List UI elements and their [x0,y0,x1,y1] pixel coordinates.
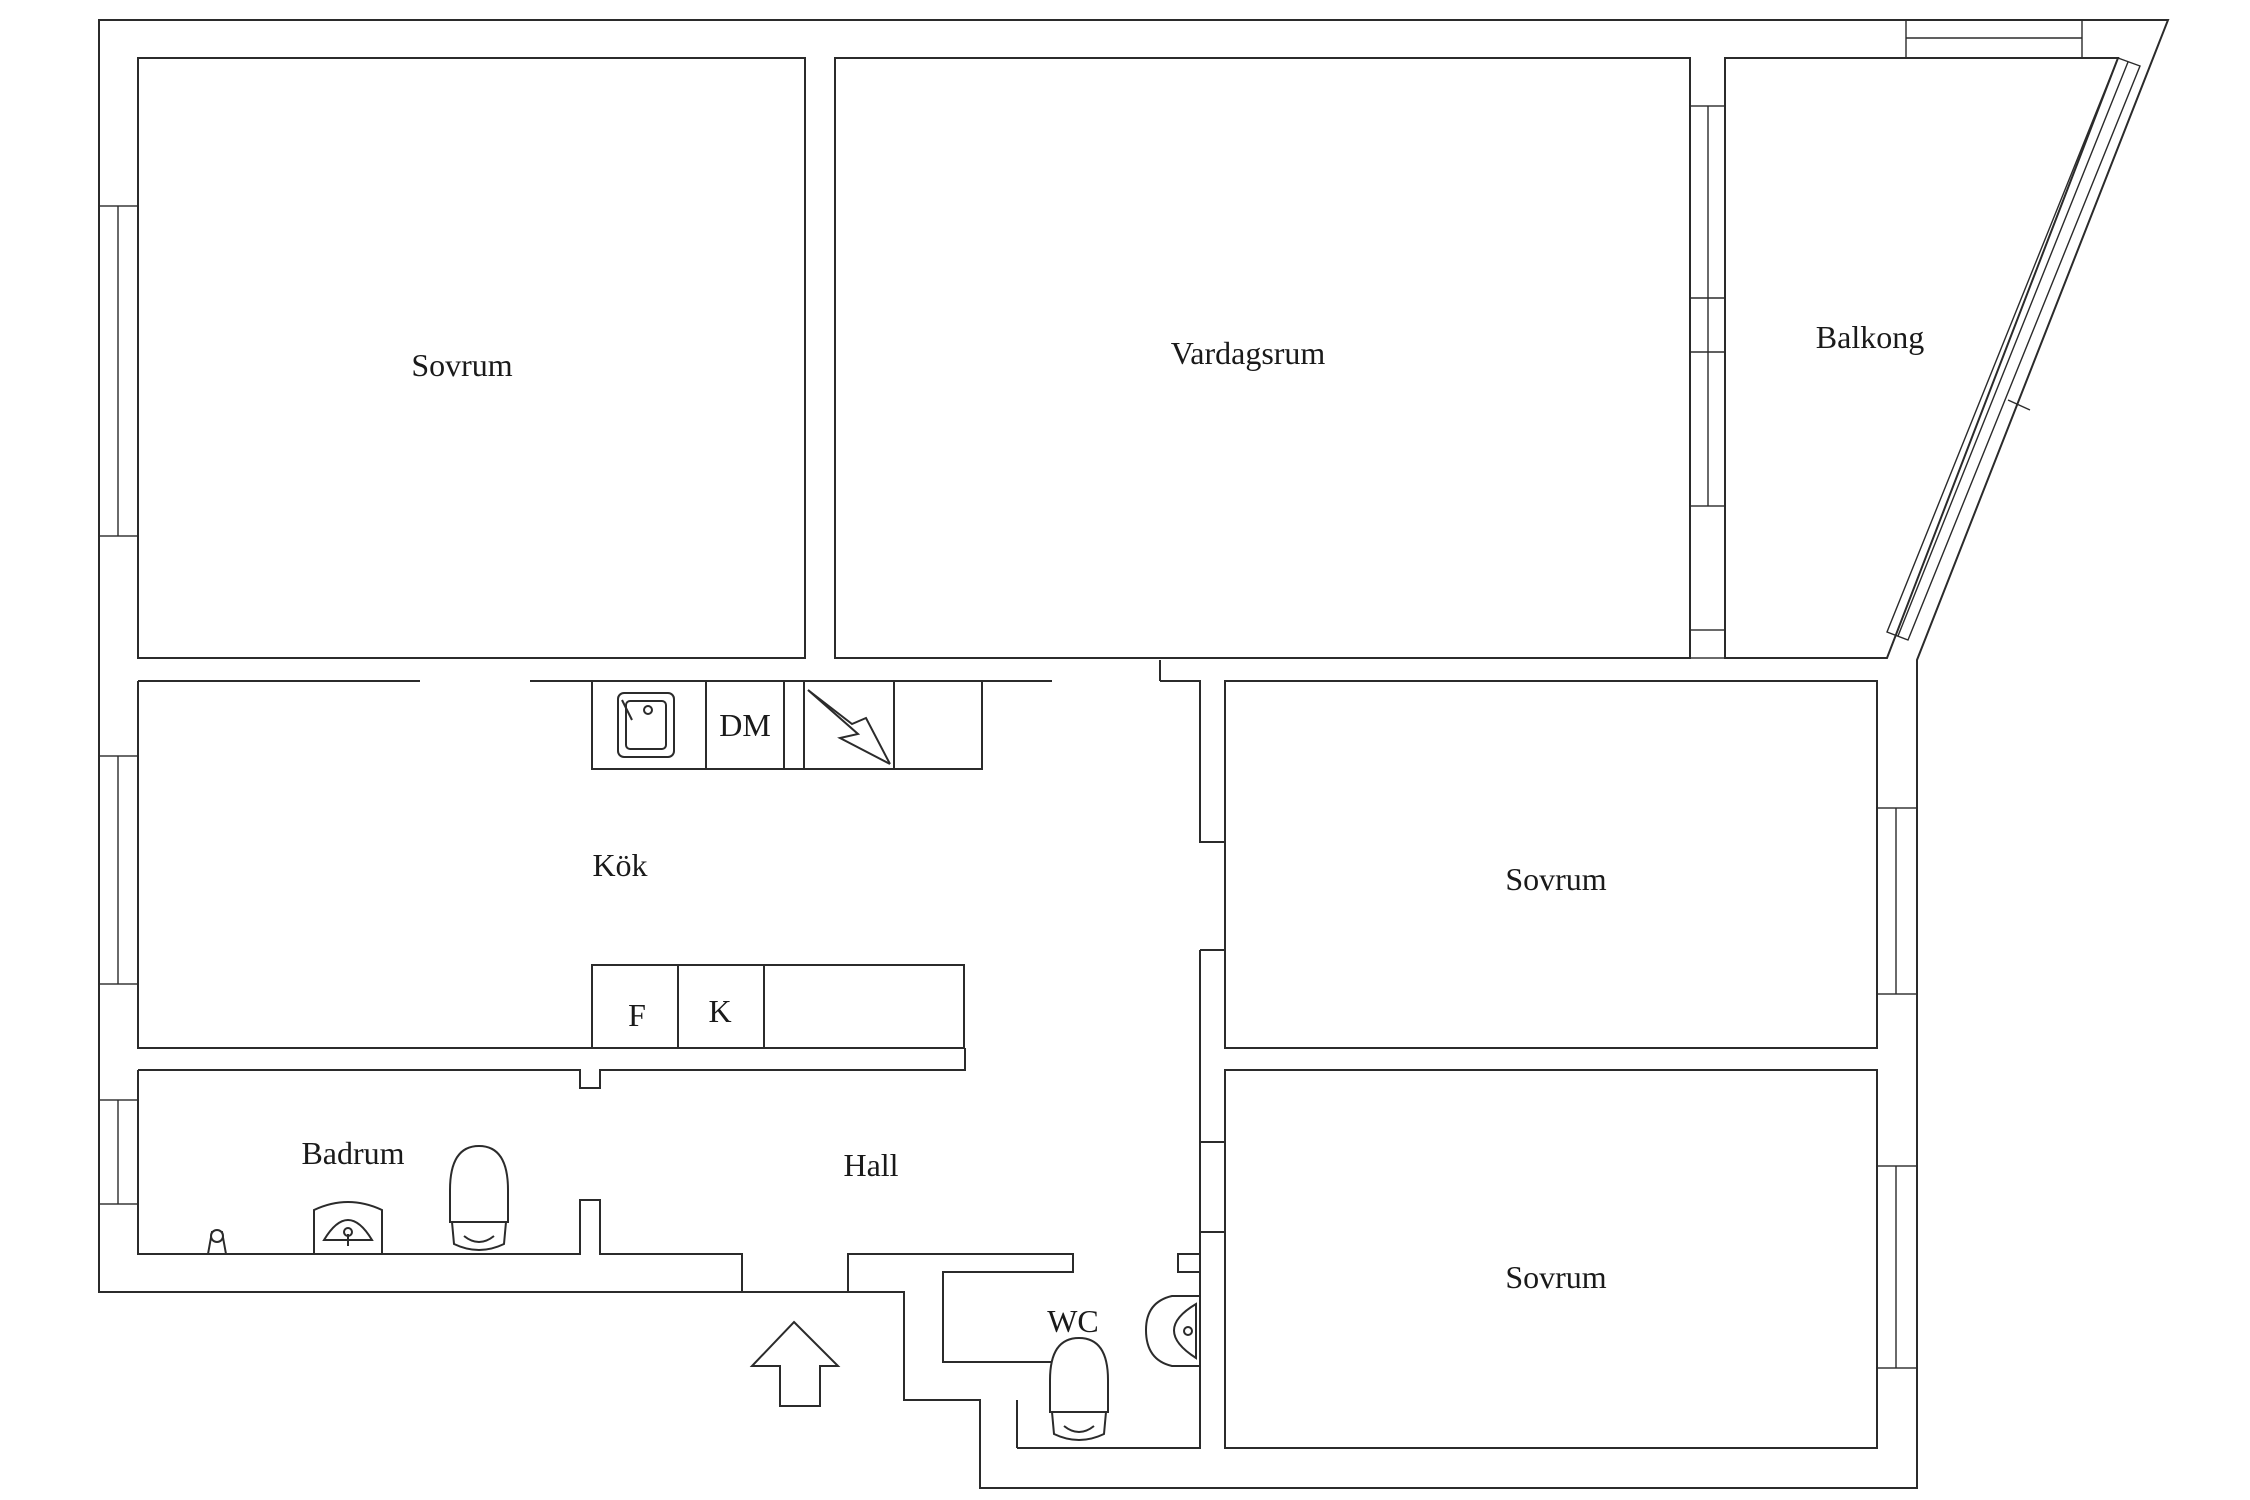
room-label-balcony: Balkong [1816,319,1924,355]
room-bedroom-2 [1224,680,1878,1049]
room-label-living: Vardagsrum [1171,335,1326,371]
entrance-arrow-icon [749,1320,841,1407]
wc-toilet-icon [1049,1336,1109,1441]
room-label-bedroom-1: Sovrum [411,347,512,383]
appliance-dishwasher-label: DM [719,707,771,743]
stove-icon [803,680,895,770]
room-label-bathroom: Badrum [301,1135,404,1171]
room-label-kitchen: Kök [592,847,647,883]
bath-sink-icon [313,1201,383,1255]
windows [98,19,2141,1369]
kitchen-counter-bottom [591,964,965,1049]
toilet-icon [449,1144,509,1251]
outer-wall [98,19,2170,1489]
room-label-bedroom-3: Sovrum [1505,1259,1606,1295]
room-label-bedroom-2: Sovrum [1505,861,1606,897]
room-balcony [1724,57,2120,659]
hall-bottom-walls [847,1253,1074,1363]
room-bedroom-3 [1224,1069,1878,1449]
room-label-wc: WC [1047,1303,1099,1339]
kitchen-sink-icon [617,692,675,758]
appliance-fridge-label: K [708,993,731,1029]
floor-drain-icon [206,1229,228,1255]
hall-partition-left [1199,681,1226,1233]
room-wc-walls [1017,1232,1201,1449]
room-label-hall: Hall [843,1147,898,1183]
room-bathroom-walls [137,1048,966,1292]
hall-walls [1159,660,1225,1143]
appliance-freezer-label: F [628,997,646,1033]
wc-sink-icon [1144,1295,1201,1367]
